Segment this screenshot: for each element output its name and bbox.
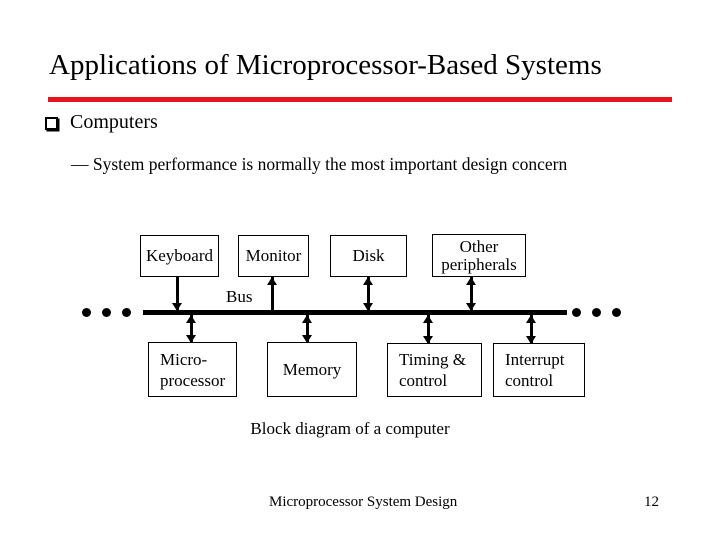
diagram-box-timing-control: Timing & control [387, 343, 482, 397]
diagram-box-interrupt-control: Interrupt control [493, 343, 585, 397]
arrow-timing-control-bus-bidirectional [423, 315, 434, 344]
arrow-bus-to-monitor [267, 277, 278, 311]
box-label: peripherals [441, 254, 517, 274]
diagram-box-monitor: Monitor [238, 235, 309, 277]
diagram-box-disk: Disk [330, 235, 407, 277]
title-underline [48, 97, 672, 102]
ellipsis-dot [572, 308, 581, 317]
box-label: control [399, 371, 448, 390]
arrow-other-peripherals-bus-bidirectional [466, 277, 477, 311]
footer-text: Microprocessor System Design [269, 494, 458, 510]
box-label: Timing & [399, 350, 466, 369]
diagram-caption: Block diagram of a computer [250, 419, 450, 438]
box-label: Disk [352, 246, 385, 265]
square-bullet-icon [45, 117, 58, 130]
page-number: 12 [644, 494, 659, 510]
sub-bullet-text: — System performance is normally the mos… [71, 154, 568, 174]
box-label: Monitor [245, 246, 302, 265]
ellipsis-dot [82, 308, 91, 317]
diagram-box-other-peripherals: Other peripherals [432, 234, 526, 277]
arrow-disk-bus-bidirectional [363, 277, 374, 311]
bus-label: Bus [226, 287, 253, 306]
page-title: Applications of Microprocessor-Based Sys… [49, 49, 602, 81]
box-label: Other [459, 236, 499, 256]
arrow-microprocessor-bus-bidirectional [186, 315, 197, 343]
bus-line [143, 310, 567, 315]
diagram-box-memory: Memory [267, 342, 357, 397]
diagram-box-microprocessor: Micro- processor [148, 342, 237, 397]
ellipsis-dot [122, 308, 131, 317]
box-label: control [505, 371, 554, 390]
box-label: processor [160, 370, 226, 390]
bullet-text: Computers [70, 111, 158, 133]
arrow-keyboard-to-bus [172, 277, 183, 311]
box-label: Micro- [160, 349, 208, 369]
box-label: Keyboard [145, 246, 214, 265]
arrow-memory-bus-bidirectional [302, 315, 313, 343]
ellipsis-dot [102, 308, 111, 317]
box-label: Interrupt [505, 350, 565, 369]
ellipsis-dot [592, 308, 601, 317]
ellipsis-dot [612, 308, 621, 317]
box-label: Memory [282, 359, 342, 379]
diagram-box-keyboard: Keyboard [140, 235, 219, 277]
arrow-interrupt-control-bus-bidirectional [526, 315, 537, 344]
